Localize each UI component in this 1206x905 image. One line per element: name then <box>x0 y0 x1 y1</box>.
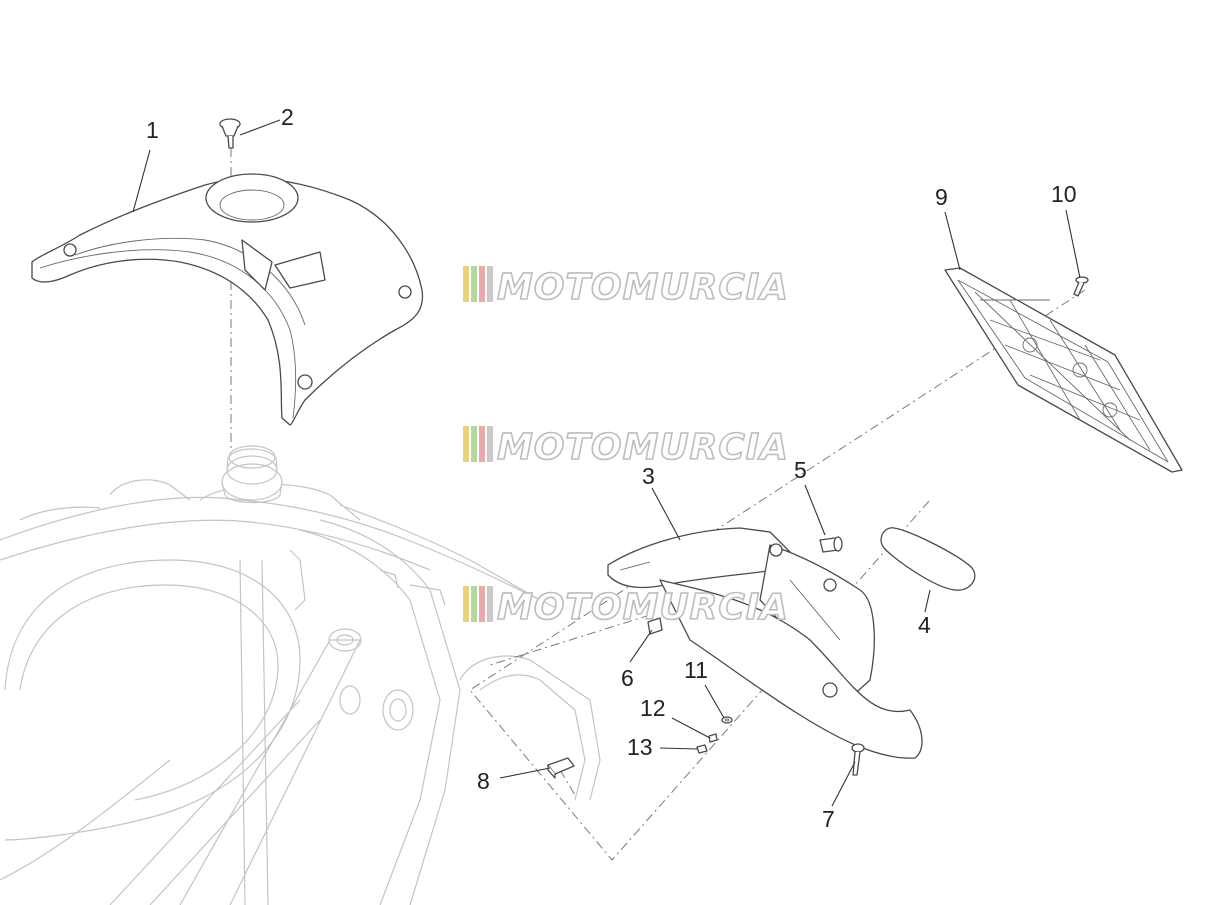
assembly-lines <box>230 148 1086 861</box>
part-label-12: 12 <box>640 695 666 721</box>
leader-11 <box>704 684 725 719</box>
part-label-5: 5 <box>794 457 807 483</box>
part-13-pin <box>696 744 708 754</box>
part-1-rear-cover <box>31 173 424 426</box>
watermark-text: MOTOMURCIA <box>497 587 789 628</box>
part-label-13: 13 <box>627 734 653 760</box>
fuel-cap <box>221 445 283 504</box>
part-12-spring <box>708 733 718 743</box>
leader-5 <box>804 484 826 536</box>
callout-leaders <box>132 119 1081 807</box>
part-11-washer <box>721 716 733 724</box>
part-7-screw <box>851 743 865 776</box>
watermark: MOTOMURCIA MOTOMURCIA MOTOMURCIA <box>463 266 789 629</box>
part-10-screw <box>1073 276 1089 297</box>
leader-4 <box>924 589 931 613</box>
part-3-light-holder <box>607 527 923 759</box>
part-label-9: 9 <box>935 184 948 210</box>
part-label-2: 2 <box>281 104 294 130</box>
part-5-screw <box>819 536 843 553</box>
leader-9 <box>944 211 961 271</box>
leader-2 <box>239 119 281 136</box>
part-label-7: 7 <box>822 806 835 832</box>
leader-10 <box>1065 209 1081 279</box>
part-label-10: 10 <box>1051 181 1077 207</box>
part-9-plate-holder <box>944 267 1183 473</box>
leader-13 <box>659 747 699 750</box>
leader-3 <box>651 487 681 541</box>
part-labels: 1 2 3 4 5 6 7 8 9 10 11 12 13 <box>146 104 1077 832</box>
part-label-6: 6 <box>621 665 634 691</box>
part-8-nut <box>547 757 575 779</box>
leader-1 <box>132 149 151 213</box>
scooter-frame <box>0 445 601 905</box>
watermark-text: MOTOMURCIA <box>497 427 789 468</box>
part-label-8: 8 <box>477 768 490 794</box>
part-4-reflector <box>880 527 976 591</box>
part-label-11: 11 <box>684 657 708 683</box>
leader-7 <box>831 761 856 807</box>
part-label-4: 4 <box>918 612 931 638</box>
leader-6 <box>629 629 653 663</box>
part-2-screw <box>219 118 241 149</box>
part-label-1: 1 <box>146 117 159 143</box>
part-label-3: 3 <box>642 463 655 489</box>
watermark-text: MOTOMURCIA <box>497 267 789 308</box>
leader-8 <box>499 767 551 779</box>
leader-12 <box>671 717 711 739</box>
